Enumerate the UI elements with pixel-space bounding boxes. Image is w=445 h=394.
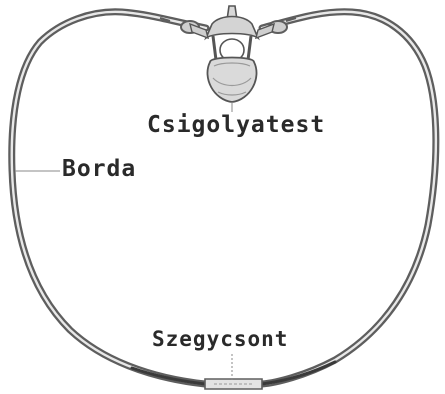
vertebral-body-label: Csigolyatest <box>147 114 325 137</box>
rib-label: Borda <box>62 158 136 181</box>
vertebra <box>190 6 274 102</box>
sternum <box>205 379 262 389</box>
sternum-label: Szegycsont <box>152 329 288 350</box>
